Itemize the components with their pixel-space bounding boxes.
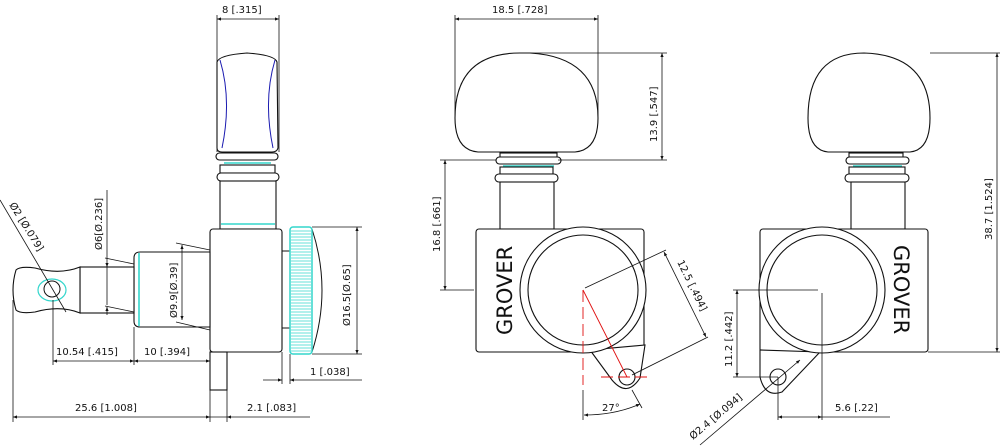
side-knob [215, 52, 280, 230]
dim-overall-length: 25.6 [1.008] [75, 403, 137, 414]
side-gear [282, 226, 323, 355]
side-pin [209, 351, 228, 391]
dim-post-diameter: Ø6[Ø.236] [93, 198, 105, 250]
back-brand-logo: GROVER [889, 245, 913, 334]
front-brand-logo: GROVER [493, 246, 517, 335]
dim-bushing-length: 10 [.394] [144, 347, 190, 358]
side-dimensions: 8 [.315] Ø6[Ø.236] Ø2 [Ø.079] Ø9.9[Ø.39]… [0, 5, 362, 422]
dim-hole-to-bushing: 10.54 [.415] [56, 347, 118, 358]
dim-front-knob-width: 18.5 [.728] [492, 5, 548, 16]
dim-pin-width: 2.1 [.083] [247, 403, 296, 414]
front-knob [454, 52, 599, 230]
dim-gear-gap: 1 [.038] [310, 367, 350, 378]
dim-hole-diameter: Ø2 [Ø.079] [6, 200, 46, 253]
side-bushing [12, 251, 211, 328]
dim-side-knob-width: 8 [.315] [222, 5, 262, 16]
dim-screw-hole-diameter: Ø2.4 [Ø.094] [687, 391, 744, 442]
dim-shaft-height: 16.8 [.661] [432, 196, 443, 252]
dim-front-knob-height: 13.9 [.547] [649, 86, 660, 142]
back-view: GROVER 38.7 [1.524] 11.2 [.442] 5.6 [.22… [687, 52, 1000, 446]
side-view: 8 [.315] Ø6[Ø.236] Ø2 [Ø.079] Ø9.9[Ø.39]… [0, 5, 362, 422]
dim-bushing-diameter: Ø9.9[Ø.39] [168, 263, 180, 318]
dim-hole-distance: 12.5 [.494] [674, 258, 708, 313]
dim-hole-vertical: 11.2 [.442] [724, 311, 735, 367]
dim-overall-height: 38.7 [1.524] [984, 178, 995, 240]
front-centerlines [582, 289, 652, 385]
dim-angle: 27° [602, 403, 620, 414]
side-housing [209, 228, 283, 353]
dim-gear-diameter: Ø16.5[Ø.65] [341, 264, 353, 326]
dim-hole-horizontal: 5.6 [.22] [835, 403, 878, 414]
front-view: GROVER 18.5 [.728] 13.9 [.547] 16.8 [.66… [432, 5, 709, 420]
back-knob [807, 52, 931, 230]
